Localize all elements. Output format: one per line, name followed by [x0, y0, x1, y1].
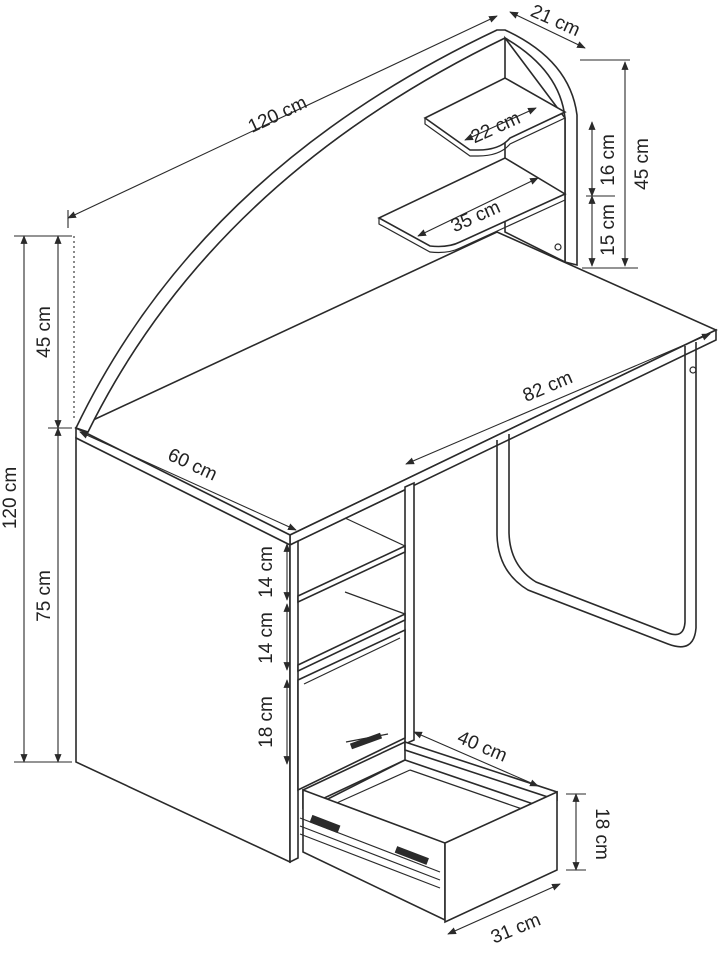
- label-upper-shelf-gap: 16 cm: [598, 134, 619, 186]
- cabinet-shelf-upper: [297, 544, 406, 604]
- label-drawer-front-height: 18 cm: [256, 696, 277, 748]
- label-left-hutch-height: 45 cm: [34, 306, 55, 358]
- label-overall-width: 120 cm: [245, 92, 310, 137]
- desk-body: [74, 231, 718, 924]
- label-hutch-height: 45 cm: [632, 138, 653, 190]
- label-hutch-depth: 21 cm: [527, 1, 583, 41]
- cabinet-shelf-lower: [297, 612, 406, 673]
- label-overall-height: 120 cm: [0, 467, 21, 529]
- label-drawer-width: 31 cm: [488, 909, 544, 948]
- label-desk-height: 75 cm: [34, 570, 55, 622]
- dimension-lines: [14, 11, 711, 935]
- label-shelf-one-height: 14 cm: [256, 546, 277, 598]
- label-shelf-two-height: 14 cm: [256, 612, 277, 664]
- label-lower-shelf-gap: 15 cm: [598, 204, 619, 256]
- metal-leg: [496, 342, 697, 648]
- cabinet-front-edge: [289, 539, 299, 864]
- label-drawer-height: 18 cm: [591, 808, 612, 860]
- cabinet-inner-panel: [404, 481, 415, 746]
- upper-drawer-front: [297, 628, 406, 792]
